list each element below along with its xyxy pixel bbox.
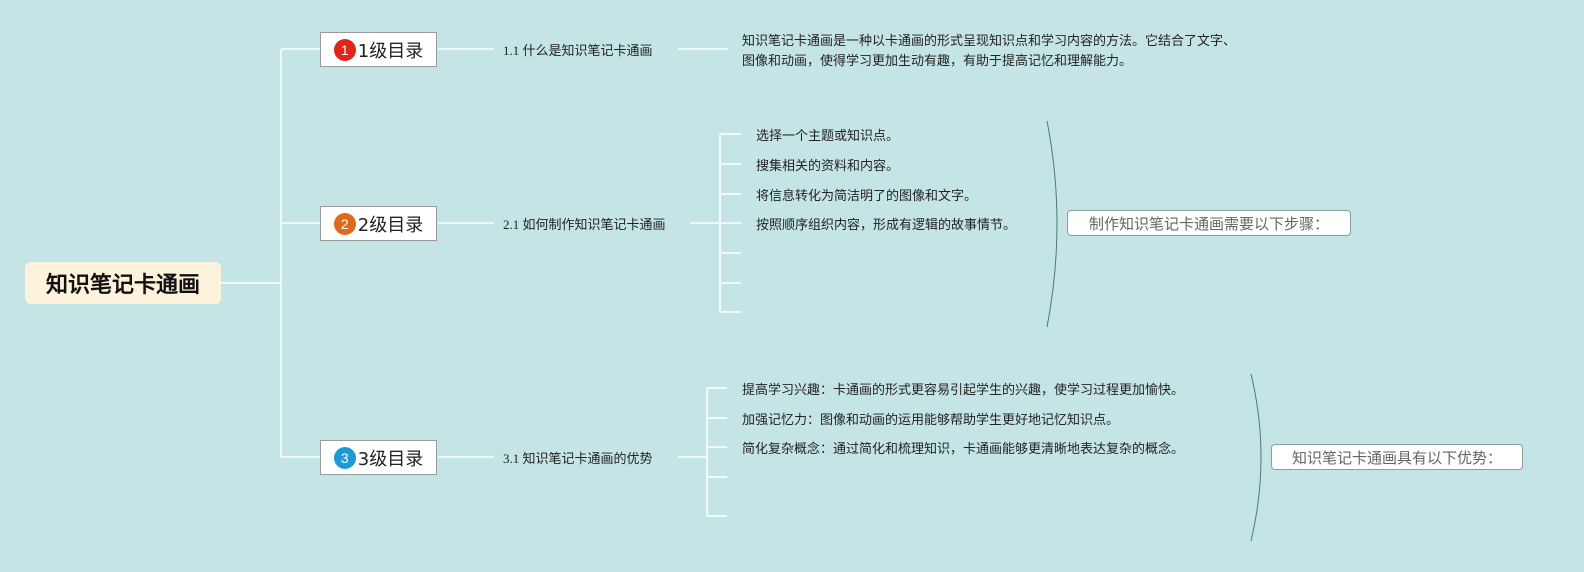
level-node-1[interactable]: 1 1级目录 — [320, 32, 437, 67]
summary-text: 制作知识笔记卡通画需要以下步骤： — [1088, 214, 1329, 233]
sub-node-3-1[interactable]: 3.1 知识笔记卡通画的优势 — [503, 448, 653, 467]
sub-text: 什么是知识笔记卡通画 — [522, 44, 653, 59]
step-item[interactable]: 选择一个主题或知识点。 — [756, 129, 900, 144]
sub-number: 3.1 — [503, 451, 520, 466]
step-item[interactable]: 搜集相关的资料和内容。 — [756, 159, 900, 174]
level-node-2[interactable]: 2 2级目录 — [320, 206, 437, 241]
advantage-item[interactable]: 加强记忆力：图像和动画的运用能够帮助学生更好地记忆知识点。 — [742, 413, 1120, 428]
summary-node-3[interactable]: 知识笔记卡通画具有以下优势： — [1271, 444, 1523, 470]
summary-bracket-3 — [1250, 373, 1262, 542]
number-3-badge-icon: 3 — [333, 446, 356, 469]
sub-text: 知识笔记卡通画的优势 — [522, 452, 653, 467]
advantage-item[interactable]: 简化复杂概念：通过简化和梳理知识，卡通画能够更清晰地表达复杂的概念。 — [742, 442, 1185, 457]
level-label: 3级目录 — [357, 448, 424, 470]
sub-node-2-1[interactable]: 2.1 如何制作知识笔记卡通画 — [503, 214, 666, 233]
step-item[interactable]: 按照顺序组织内容，形成有逻辑的故事情节。 — [756, 218, 1017, 233]
level-node-3[interactable]: 3 3级目录 — [320, 440, 437, 475]
root-title: 知识笔记卡通画 — [45, 273, 200, 298]
root-node[interactable]: 知识笔记卡通画 — [25, 262, 221, 304]
summary-bracket-2 — [1046, 120, 1058, 328]
sub-number: 2.1 — [503, 217, 520, 232]
sub-text: 如何制作知识笔记卡通画 — [522, 218, 666, 233]
level-label: 1级目录 — [357, 40, 424, 62]
advantage-item[interactable]: 提高学习兴趣：卡通画的形式更容易引起学生的兴趣，使学习过程更加愉快。 — [742, 383, 1185, 398]
summary-text: 知识笔记卡通画具有以下优势： — [1291, 448, 1502, 467]
summary-node-2[interactable]: 制作知识笔记卡通画需要以下步骤： — [1067, 210, 1351, 236]
number-1-badge-icon: 1 — [333, 38, 356, 61]
number-2-badge-icon: 2 — [333, 212, 356, 235]
level-label: 2级目录 — [357, 214, 424, 236]
sub-number: 1.1 — [503, 43, 520, 58]
sub-node-1-1[interactable]: 1.1 什么是知识笔记卡通画 — [503, 40, 653, 59]
step-item[interactable]: 将信息转化为简洁明了的图像和文字。 — [756, 189, 978, 204]
description-node[interactable]: 知识笔记卡通画是一种以卡通画的形式呈现知识点和学习内容的方法。它结合了文字、图像… — [742, 34, 1237, 69]
